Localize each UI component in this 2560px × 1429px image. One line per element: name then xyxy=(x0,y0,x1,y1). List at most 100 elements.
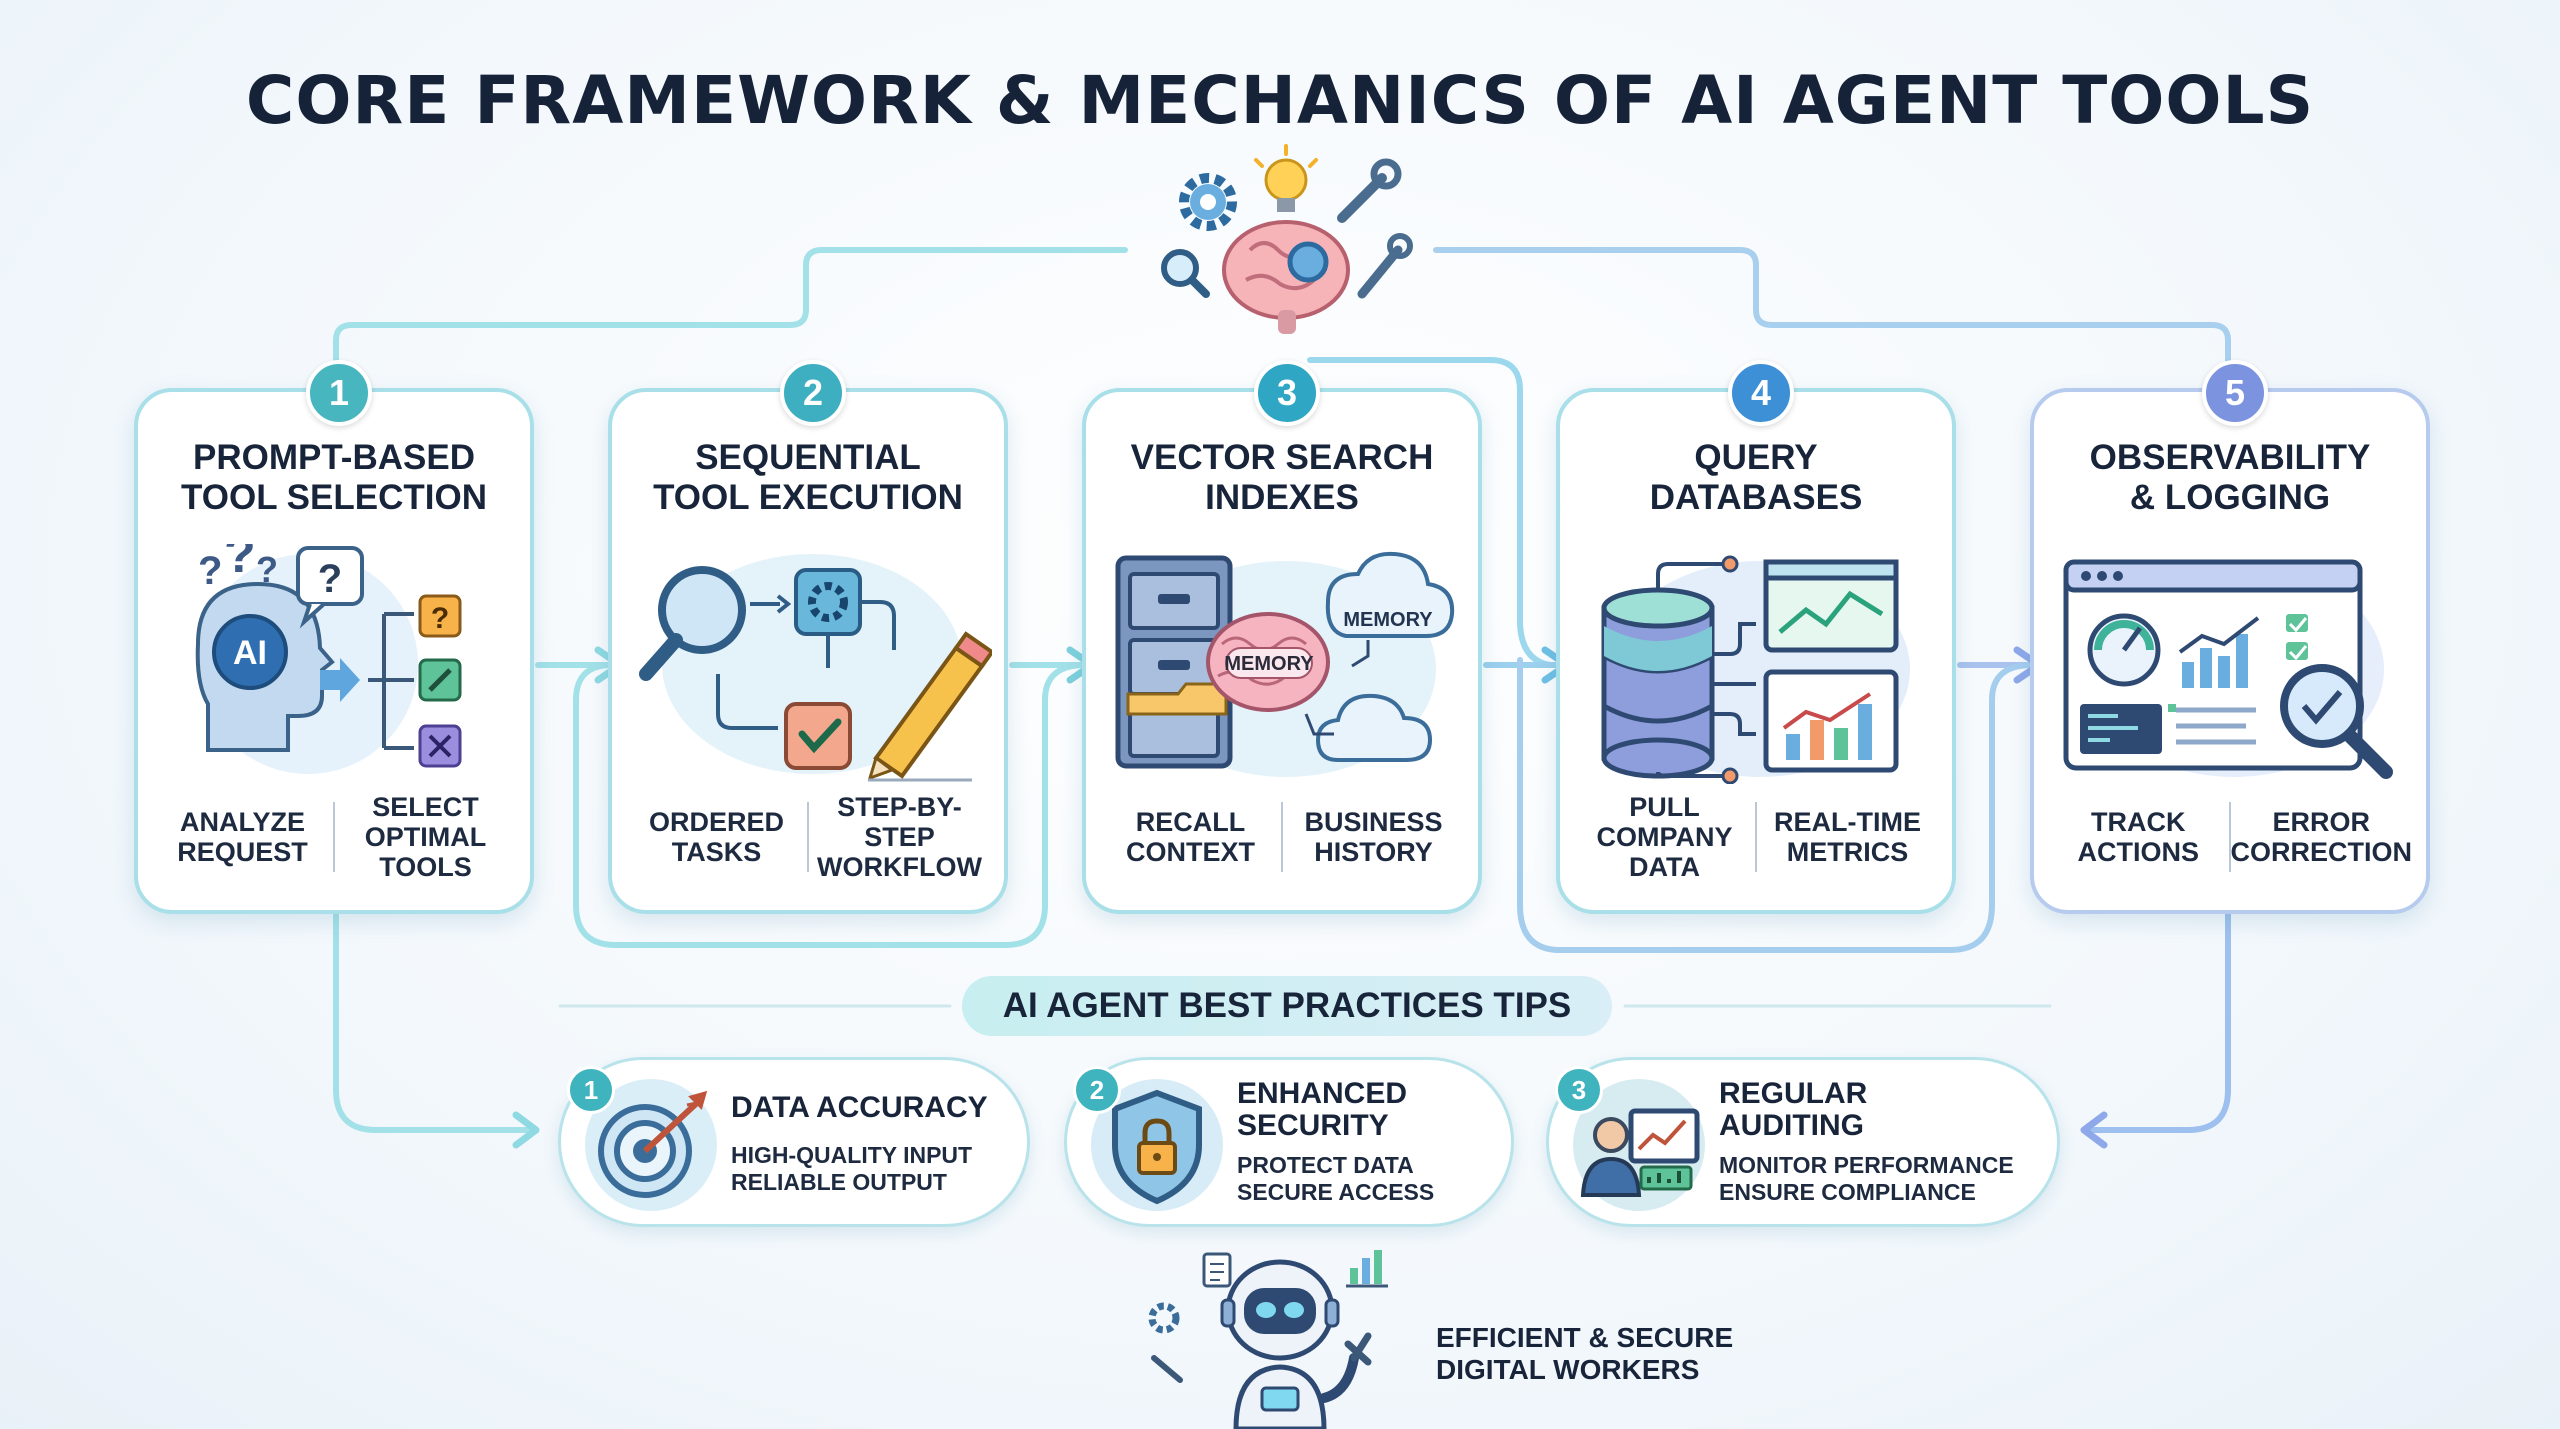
step-detail-right: REAL-TIME METRICS xyxy=(1774,807,1921,867)
step-detail-left: ORDERED TASKS xyxy=(648,807,784,867)
divider xyxy=(333,802,335,872)
chart-window-icon xyxy=(1763,559,1899,653)
step-detail-right: SELECT OPTIMAL TOOLS xyxy=(364,792,487,882)
target-icon xyxy=(585,1079,717,1211)
auditor-icon xyxy=(1573,1079,1705,1211)
tip-card-2: 2 ENHANCED SECURITY PROTECT DATA SECURE … xyxy=(1064,1057,1514,1227)
tip-title: DATA ACCURACY xyxy=(731,1091,988,1124)
brain-icon xyxy=(1222,220,1350,334)
step-detail-left: PULL COMPANY DATA xyxy=(1596,792,1733,882)
robot-caption: EFFICIENT & SECURE DIGITAL WORKERS xyxy=(1436,1322,1734,1385)
step-card-4: 4 QUERY DATABASES xyxy=(1556,360,1956,914)
tip-detail: PROTECT DATA SECURE ACCESS xyxy=(1237,1152,1435,1205)
tips-header: AI AGENT BEST PRACTICES TIPS xyxy=(962,976,1612,1036)
step-card-2: 2 SEQUENTIAL TOOL EXECUTION ORDERED TASK… xyxy=(608,360,1008,914)
step-detail-right: STEP-BY-STEP WORKFLOW xyxy=(817,792,982,882)
step-number-badge: 5 xyxy=(2202,360,2268,426)
speech-bubble-icon: ? xyxy=(296,546,364,629)
observability-illustration xyxy=(2063,559,2393,779)
svg-text:?: ? xyxy=(198,549,222,593)
top-connector-left xyxy=(333,247,1128,391)
wrench-icon xyxy=(1357,233,1413,299)
robot-icon xyxy=(1148,1250,1388,1429)
step-title: PROMPT-BASED TOOL SELECTION xyxy=(181,438,487,517)
shield-lock-icon xyxy=(1091,1079,1223,1211)
top-connector-right xyxy=(1433,247,2231,391)
step-footer: ORDERED TASKS STEP-BY-STEP WORKFLOW xyxy=(626,782,990,892)
cloud-icon xyxy=(1315,693,1433,762)
step-detail-left: TRACK ACTIONS xyxy=(2077,807,2200,867)
svg-text:?: ? xyxy=(224,544,256,584)
tip-title: ENHANCED SECURITY xyxy=(1237,1077,1408,1142)
lightbulb-icon xyxy=(1254,144,1318,212)
step-number-badge: 2 xyxy=(780,360,846,426)
checkbox-icon xyxy=(784,702,852,770)
step-number-badge: 1 xyxy=(306,360,372,426)
svg-text:?: ? xyxy=(431,602,449,635)
bar-chart-window-icon xyxy=(1763,669,1899,773)
tip-card-1: 1 DATA ACCURACY HIGH-QUALITY INPUT RELIA… xyxy=(558,1057,1030,1227)
tip-detail: HIGH-QUALITY INPUT RELIABLE OUTPUT xyxy=(731,1142,973,1195)
step-detail-right: BUSINESS HISTORY xyxy=(1304,807,1443,867)
step-footer: PULL COMPANY DATA REAL-TIME METRICS xyxy=(1574,782,1938,892)
tip-number-badge: 3 xyxy=(1555,1066,1603,1114)
gear-icon xyxy=(1148,1302,1180,1334)
step-number-badge: 3 xyxy=(1254,360,1320,426)
database-icon xyxy=(1601,587,1715,779)
step-title: QUERY DATABASES xyxy=(1649,438,1863,517)
sequential-execution-illustration xyxy=(639,554,992,782)
query-database-illustration xyxy=(1601,555,1910,784)
arrowhead-tip-left xyxy=(512,1111,540,1149)
page-title: CORE FRAMEWORK & MECHANICS OF AI AGENT T… xyxy=(245,62,2315,139)
step-footer: RECALL CONTEXT BUSINESS HISTORY xyxy=(1100,782,1464,892)
arrowhead-tip-right xyxy=(2080,1111,2108,1149)
divider xyxy=(2228,802,2231,872)
tip-detail: MONITOR PERFORMANCE ENSURE COMPLIANCE xyxy=(1719,1152,2014,1205)
step-card-1: 1 PROMPT-BASED TOOL SELECTION AI ??? ? ?… xyxy=(134,360,534,914)
step-card-3: 3 VECTOR SEARCH INDEXES MEMORY MEMORY xyxy=(1082,360,1482,914)
step-detail-left: ANALYZE REQUEST xyxy=(177,807,308,867)
memory-label: MEMORY xyxy=(1224,653,1314,675)
bar-chart-icon xyxy=(1346,1250,1388,1288)
step-footer: ANALYZE REQUEST SELECT OPTIMAL TOOLS xyxy=(152,782,516,892)
document-icon xyxy=(1202,1252,1232,1288)
loop-2-3 xyxy=(573,662,1088,948)
divider xyxy=(1755,802,1757,872)
wrench-icon xyxy=(1151,1355,1183,1383)
ai-head-icon: AI xyxy=(195,581,335,752)
divider xyxy=(807,802,809,872)
tip-title: REGULAR AUDITING xyxy=(1719,1077,1868,1142)
magnifier-icon xyxy=(1161,249,1210,298)
pencil-icon xyxy=(867,631,992,781)
ai-label: AI xyxy=(233,634,267,672)
step-title: SEQUENTIAL TOOL EXECUTION xyxy=(653,438,963,517)
divider xyxy=(1281,802,1283,872)
arrow-icon xyxy=(320,658,360,702)
wrench-icon xyxy=(1337,158,1402,223)
top-connector-mid xyxy=(1307,357,1553,668)
step-card-5: 5 OBSERVABILITY & LOGGING xyxy=(2030,360,2430,914)
filing-cabinet-icon xyxy=(1115,555,1233,769)
down-connector-right xyxy=(2087,911,2231,1133)
step-footer: TRACK ACTIONS ERROR CORRECTION xyxy=(2048,782,2412,892)
robot-body xyxy=(1220,1259,1372,1429)
tip-card-3: 3 REGULAR AUDITING MONITOR PERFORMANCE E… xyxy=(1546,1057,2060,1227)
hub-icon-group xyxy=(1161,144,1413,334)
svg-text:?: ? xyxy=(256,549,278,590)
step-detail-left: RECALL CONTEXT xyxy=(1125,807,1255,867)
step-title: VECTOR SEARCH INDEXES xyxy=(1130,438,1434,517)
magnifier-icon xyxy=(639,566,746,681)
step-number-badge: 4 xyxy=(1728,360,1794,426)
tip-number-badge: 2 xyxy=(1073,1066,1121,1114)
loop-4-5 xyxy=(1517,657,2035,953)
tip-number-badge: 1 xyxy=(567,1066,615,1114)
vector-search-illustration: MEMORY MEMORY xyxy=(1115,551,1455,777)
question-tool-icon xyxy=(418,594,462,638)
prompt-selection-illustration: AI ??? ? ? xyxy=(195,544,462,774)
magnifier-icon xyxy=(2280,664,2393,779)
down-connector-left xyxy=(333,911,533,1133)
gear-icon xyxy=(1179,173,1237,231)
question-mark-icon: ??? xyxy=(198,544,278,593)
svg-text:?: ? xyxy=(318,557,342,601)
